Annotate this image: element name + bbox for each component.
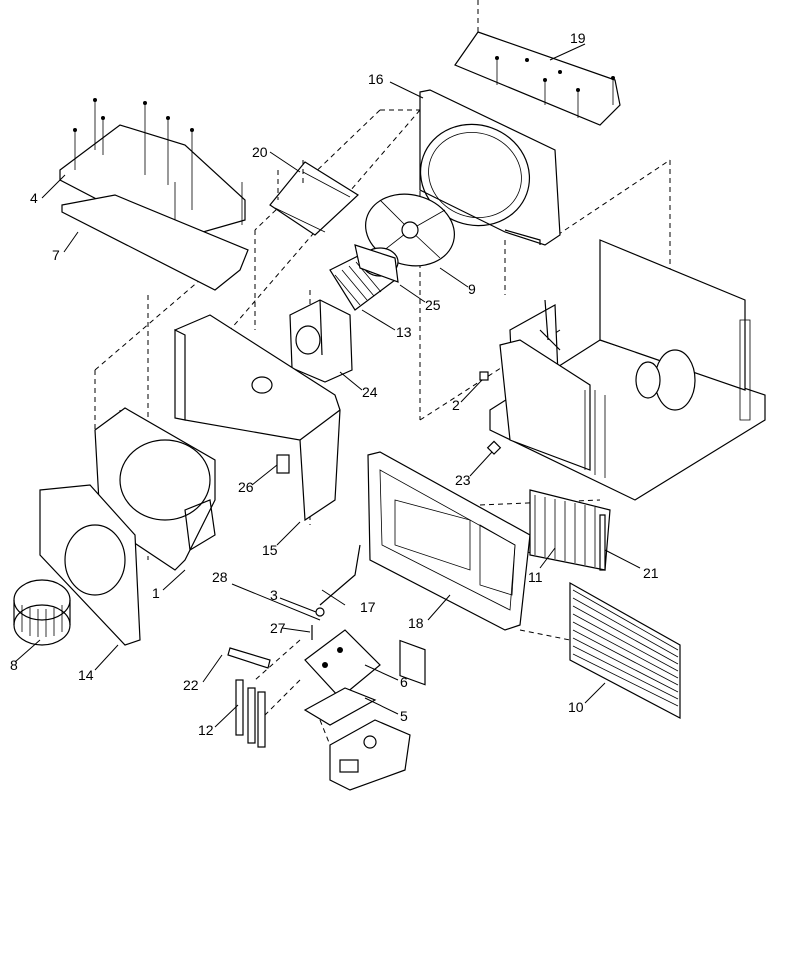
part-17-rod: [319, 544, 361, 606]
callout-12: 12: [198, 722, 214, 738]
callout-5: 5: [400, 708, 408, 724]
callout-6: 6: [400, 674, 408, 690]
callout-9: 9: [468, 281, 476, 297]
callout-19: 19: [570, 30, 586, 46]
callout-10: 10: [568, 699, 584, 715]
callout-labels: 1 2 3 4 5 6 7 8 9 10 11 12 13 14 15 16 1…: [10, 30, 659, 738]
callout-25: 25: [425, 297, 441, 313]
callout-15: 15: [262, 542, 278, 558]
callout-14: 14: [78, 667, 94, 683]
part-24-motor-mount: [289, 299, 353, 383]
part-20-bracket: [269, 160, 359, 236]
callout-1: 1: [152, 585, 160, 601]
callout-3: 3: [270, 587, 278, 603]
callout-21: 21: [643, 565, 659, 581]
part-10-grille: [569, 581, 681, 719]
callout-22: 22: [183, 677, 199, 693]
chassis-base-assembly: [489, 239, 766, 501]
callout-16: 16: [368, 71, 384, 87]
electrical-control-box: [329, 719, 411, 791]
part-8-blower-wheel: [13, 579, 71, 646]
part-15-partition: [174, 314, 341, 522]
callout-11: 11: [528, 569, 543, 585]
part-16-condenser-shroud: [419, 89, 561, 246]
part-21-filter-frame: [599, 514, 606, 571]
part-3-screw: [315, 607, 325, 617]
callout-7: 7: [52, 247, 60, 263]
callout-20: 20: [252, 144, 268, 160]
part-14-orifice-panel: [39, 484, 141, 646]
part-6-control-board: [304, 629, 381, 699]
callout-23: 23: [455, 472, 471, 488]
part-18-front-frame: [367, 451, 531, 686]
callout-27: 27: [270, 620, 286, 636]
leader-lines: [14, 43, 641, 728]
part-9-fan-blade: [364, 193, 456, 267]
part-26-clip: [276, 454, 290, 474]
callout-13: 13: [396, 324, 412, 340]
part-5-control-plate: [303, 687, 377, 726]
part-7-insulation-panel: [61, 194, 249, 291]
callout-2: 2: [452, 397, 460, 413]
callout-17: 17: [360, 599, 376, 615]
callout-18: 18: [408, 615, 424, 631]
callout-28: 28: [212, 569, 228, 585]
part-2-clip: [479, 371, 489, 381]
part-22-heater-bracket: [227, 647, 271, 669]
part-13-fan-motor: [329, 244, 399, 311]
part-11-filter: [529, 489, 611, 571]
part-23-clip: [486, 440, 502, 455]
callout-8: 8: [10, 657, 18, 673]
part-12-heater-elements: [235, 679, 266, 748]
callout-4: 4: [30, 190, 38, 206]
callout-24: 24: [362, 384, 378, 400]
part-4-top-panel: [59, 98, 246, 241]
part-19-top-cover: [454, 31, 621, 126]
callout-26: 26: [238, 479, 254, 495]
